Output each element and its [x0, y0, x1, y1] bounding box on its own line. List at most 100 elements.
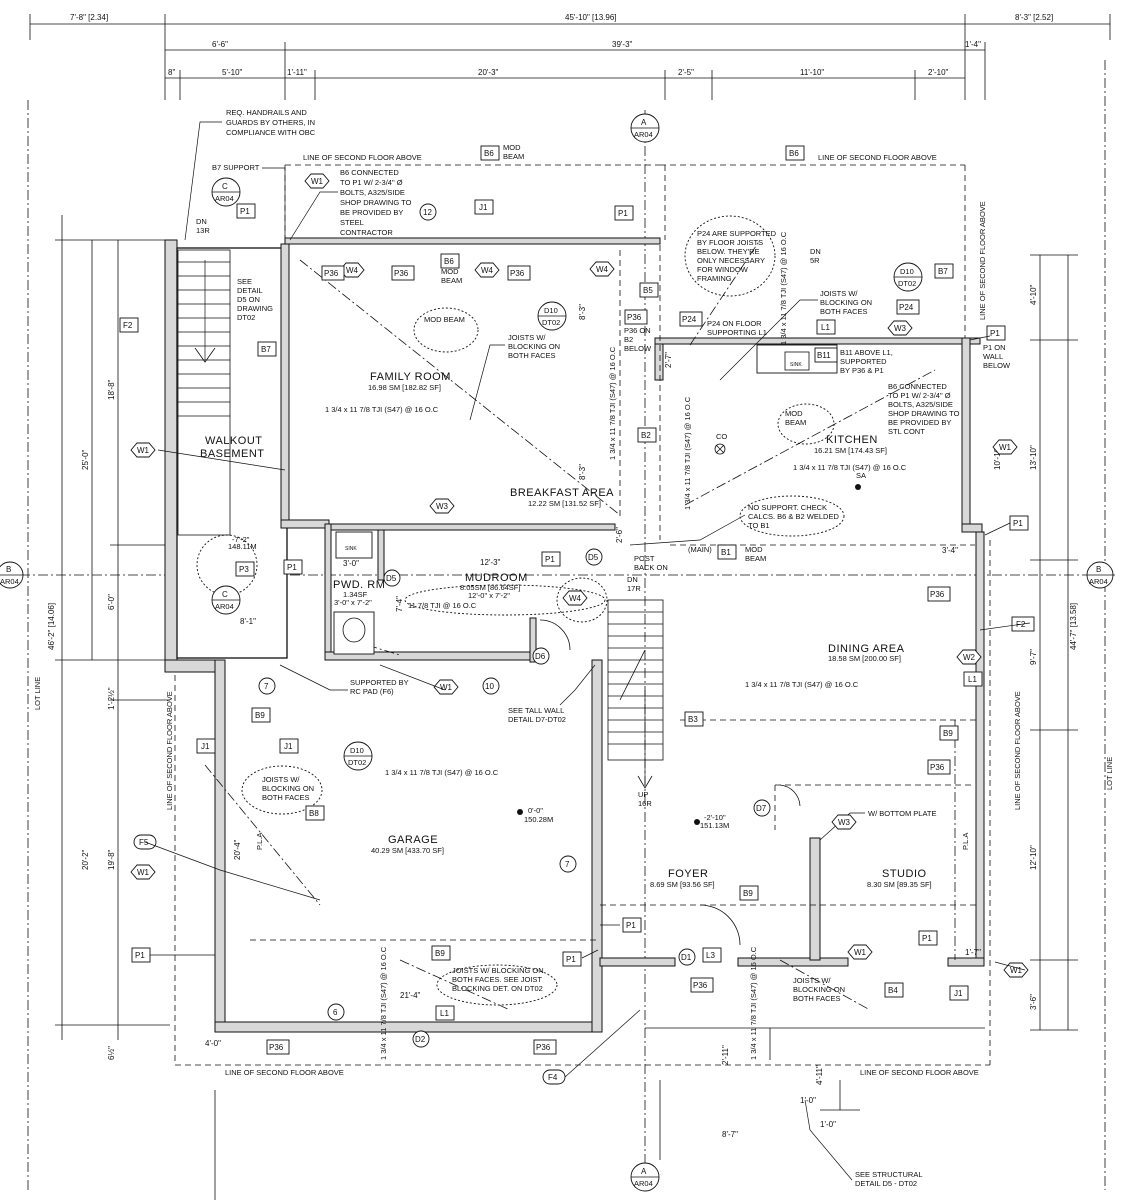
second-floor-label-1: LINE OF SECOND FLOOR ABOVE: [303, 153, 422, 162]
room-family-area: 16.98 SM [182.82 SF]: [368, 383, 441, 392]
dim-r3-b: 5'-10": [222, 68, 243, 77]
svg-text:D5: D5: [386, 574, 397, 583]
room-garage-area: 40.29 SM [433.70 SF]: [371, 846, 444, 855]
dim-1-0a: 1'-0": [800, 1096, 816, 1105]
tag-b7-b: B7: [257, 341, 277, 357]
note-co: CO: [716, 432, 727, 441]
note-joists-kitchen: JOISTS W/ BLOCKING ON BOTH FACES: [820, 289, 874, 316]
svg-text:F5: F5: [139, 838, 149, 847]
room-dining: DINING AREA: [828, 643, 905, 655]
tag-b11: B11: [814, 347, 838, 363]
dim-4-11: 4'-11": [815, 1065, 824, 1085]
svg-text:P1: P1: [618, 209, 628, 218]
note-mod-beam-b1: MOD BEAM: [745, 545, 766, 563]
svg-text:P36: P36: [269, 1043, 284, 1052]
tag-b9-c: B9: [739, 885, 759, 901]
dim-right-13: 13'-10": [1029, 445, 1038, 470]
tag-d2: D2: [412, 1030, 430, 1048]
room-mudroom-area: 8.05SM [86.64SF]: [460, 583, 520, 592]
tag-j1-a: J1: [474, 199, 494, 215]
tag-d6: D6: [532, 647, 550, 665]
room-family: FAMILY ROOM: [370, 371, 451, 383]
side-dimensions: 46'-2" [14.06] 25'-0" 18'-8" 6'-0" 1'-2½…: [27, 60, 1114, 1190]
tag-l1-c: L1: [435, 1005, 455, 1021]
section-marker-a-bottom: A AR04: [630, 1162, 660, 1192]
second-floor-label-3: LINE OF SECOND FLOOR ABOVE: [225, 1068, 344, 1077]
tag-w1-b: W1: [130, 442, 156, 458]
cloud-mod-beam: MOD BEAM: [424, 315, 465, 324]
lot-line-left: LOT LINE: [33, 677, 42, 710]
dim-left-18: 18'-8": [107, 379, 116, 400]
wall-tags: W1 W4 W4 W4 W3 W1 W1 W3 W4 W2 W1 W3 W1 W…: [130, 173, 1029, 978]
section-a-bottom-letter: A: [641, 1167, 647, 1176]
note-dn5r: DN 5R: [810, 247, 823, 265]
dim-20-4: 20'-4": [233, 839, 242, 860]
note-sa: SA: [856, 471, 866, 480]
note-rc-pad: SUPPORTED BY RC PAD (F6): [350, 678, 411, 696]
svg-text:W1: W1: [999, 443, 1012, 452]
d10-2-bottom: DT02: [898, 279, 916, 288]
dim-12-3: 12'-3": [480, 558, 501, 567]
tag-b9-a: B9: [251, 707, 271, 723]
d10-2-top: D10: [900, 267, 914, 276]
svg-text:J1: J1: [954, 989, 963, 998]
svg-text:12: 12: [423, 208, 432, 217]
section-c-top-letter: C: [222, 182, 228, 191]
revision-clouds: MOD BEAM: [196, 215, 845, 1006]
d10-3-bottom: DT02: [348, 758, 366, 767]
tag-b2: B2: [637, 427, 657, 443]
tag-w3-b: W3: [429, 498, 455, 514]
svg-text:P36: P36: [510, 269, 525, 278]
svg-text:7: 7: [565, 860, 570, 869]
note-joists-garage: JOISTS W/ BLOCKING ON BOTH FACES: [262, 775, 316, 802]
dim-8-1: 8'-1": [240, 617, 256, 626]
note-joists-det: JOISTS W/ BLOCKING ON BOTH FACES. SEE JO…: [452, 966, 546, 993]
svg-text:L1: L1: [440, 1009, 449, 1018]
note-elev-c: -2'-10": [704, 813, 726, 822]
room-dining-area: 18.58 SM [200.00 SF]: [828, 654, 901, 663]
tag-w4-a: W4: [339, 262, 365, 278]
tag-l1-a: L1: [816, 319, 836, 335]
tag-w4-b: W4: [474, 262, 500, 278]
tag-p36-b: P36: [391, 265, 415, 281]
section-marker-b-right: B AR04: [1086, 561, 1114, 589]
svg-text:P1: P1: [990, 329, 1000, 338]
svg-text:B3: B3: [688, 715, 698, 724]
svg-text:P1: P1: [1013, 519, 1023, 528]
dim-8-3b: 8'-3": [578, 464, 587, 480]
second-floor-label-5: LINE OF SECOND FLOOR ABOVE: [165, 691, 174, 810]
svg-text:W4: W4: [346, 266, 359, 275]
tag-l1-b: L1: [963, 671, 983, 687]
dim-r2-c: 1'-4": [965, 40, 981, 49]
section-marker-c-top: C AR04: [211, 177, 241, 207]
tag-b8: B8: [305, 805, 325, 821]
section-a-bottom-ref: AR04: [634, 1179, 653, 1188]
svg-text:W3: W3: [838, 818, 851, 827]
svg-text:P1: P1: [240, 207, 250, 216]
note-elev-a2: 150.28M: [524, 815, 553, 824]
tag-b6-b: B6: [785, 145, 805, 161]
second-floor-label-4: LINE OF SECOND FLOOR ABOVE: [860, 1068, 979, 1077]
tag-j1-c: J1: [279, 738, 299, 754]
tag-p1-d: P1: [1009, 515, 1029, 531]
svg-text:B2: B2: [641, 431, 651, 440]
svg-text:P1: P1: [566, 955, 576, 964]
svg-text:B5: B5: [643, 286, 653, 295]
member-tags: B6 B6 J1 P1 P1 B6 P36 P36 P36 B7 B5 P24 …: [119, 145, 1035, 1055]
section-b-right-ref: AR04: [1089, 577, 1108, 586]
note-elev-b: -7'-2": [232, 535, 250, 544]
section-a-top-ref: AR04: [634, 130, 653, 139]
room-pwd: PWD. RM: [333, 579, 385, 591]
svg-text:W1: W1: [440, 683, 453, 692]
beam-lines: [250, 245, 980, 941]
tag-p1-a: P1: [236, 203, 256, 219]
dim-left-20: 20'-2": [81, 849, 90, 870]
note-b6-connected-2: B6 CONNECTED TO P1 W/ 2-3/4" Ø BOLTS, A3…: [888, 382, 962, 436]
note-joists-foyer: JOISTS W/ BLOCKING ON BOTH FACES: [793, 976, 847, 1003]
tag-b3: B3: [684, 711, 704, 727]
dim-7-4: 7'-4": [395, 596, 404, 612]
note-mod-beam-kitchen: MOD BEAM: [785, 409, 806, 427]
tag-d7: D7: [753, 799, 771, 817]
tag-w1-e: W1: [130, 864, 156, 880]
pwd-sink: [335, 531, 373, 559]
